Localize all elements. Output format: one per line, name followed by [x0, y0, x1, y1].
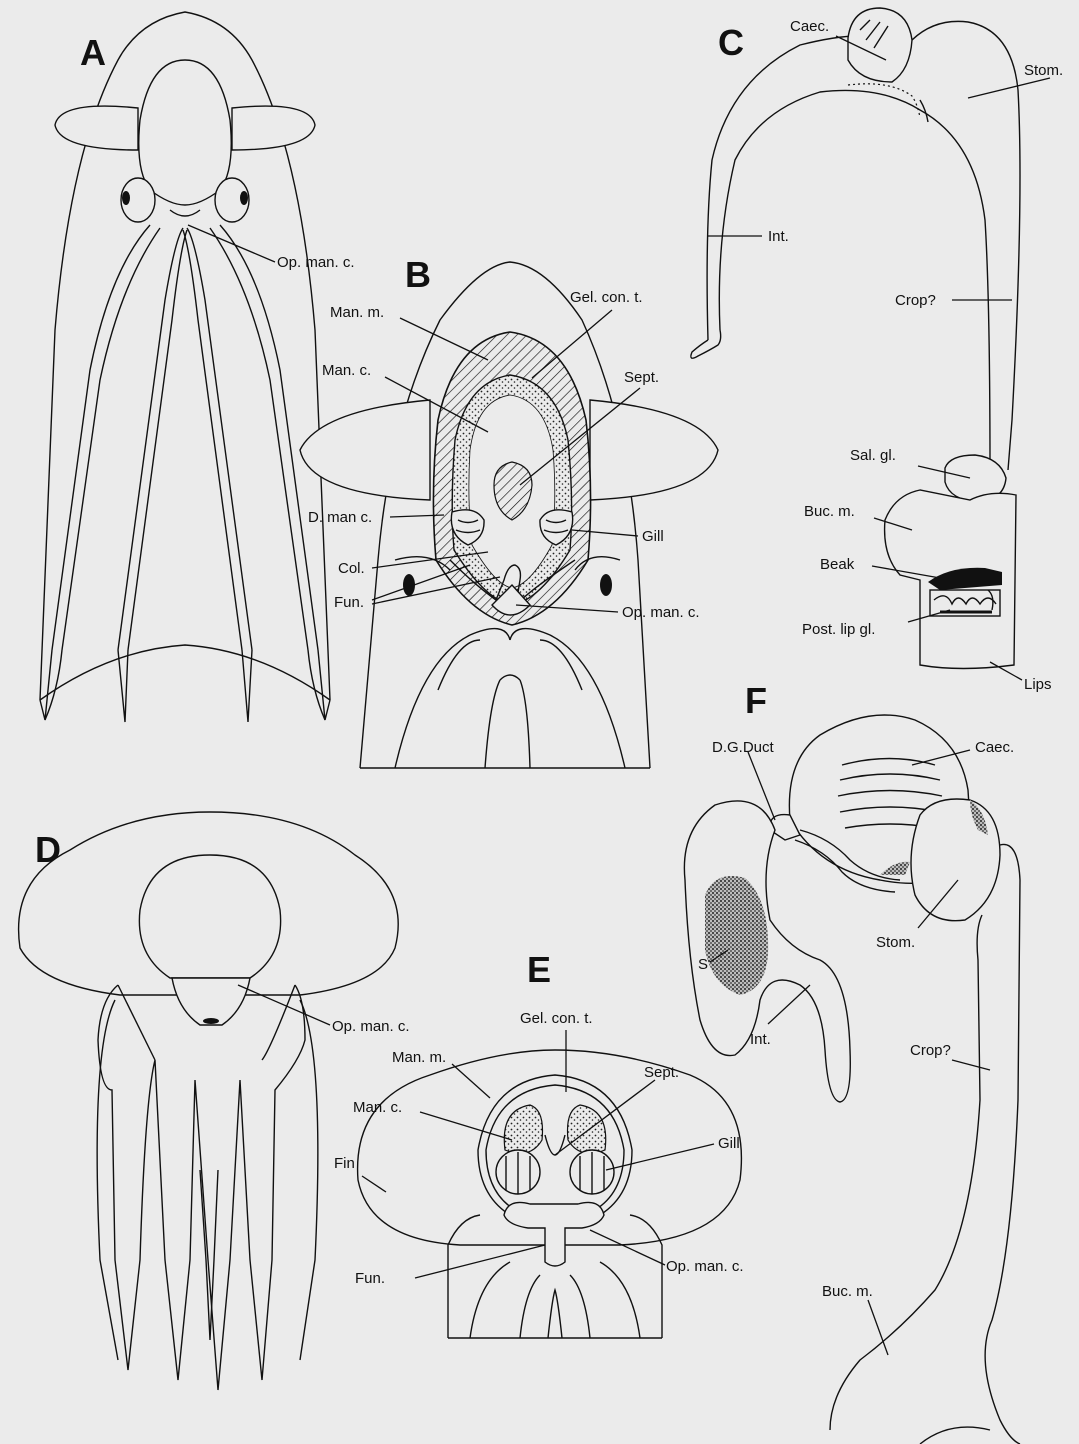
- panel-b-leader-gel-con-t: [532, 310, 612, 378]
- panel-c-letter: C: [718, 22, 744, 63]
- panel-e-label-fin: Fin: [334, 1155, 355, 1172]
- panel-f-label-crop: Crop?: [910, 1042, 951, 1059]
- panel-a-letter: A: [80, 32, 106, 73]
- panel-e-label-man-c: Man. c.: [353, 1099, 402, 1116]
- panel-b-label-gel-con-t: Gel. con. t.: [570, 289, 643, 306]
- panel-b: B: [300, 254, 718, 768]
- panel-e-leader-fun: [415, 1245, 545, 1278]
- panel-e-label-gill: Gill: [718, 1135, 740, 1152]
- panel-b-label-man-m: Man. m.: [330, 304, 384, 321]
- panel-b-leader-man-m: [400, 318, 488, 360]
- panel-a-drawing: [40, 12, 330, 722]
- panel-b-letter: B: [405, 254, 431, 295]
- panel-e-label-op-man-c: Op. man. c.: [666, 1258, 744, 1275]
- panel-f-label-stom: Stom.: [876, 934, 915, 951]
- panel-a-leader-op-man-c: [188, 225, 275, 262]
- panel-c-label-sal-gl: Sal. gl.: [850, 447, 896, 464]
- panel-c-label-beak: Beak: [820, 556, 855, 573]
- panel-c-label-int: Int.: [768, 228, 789, 245]
- panel-f-label-int: Int.: [750, 1031, 771, 1048]
- panel-b-label-d-man-c: D. man c.: [308, 509, 372, 526]
- panel-e-letter: E: [527, 949, 551, 990]
- panel-d-drawing: [19, 812, 399, 1390]
- panel-f-leader-buc-m: [868, 1300, 888, 1355]
- panel-f-label-caec: Caec.: [975, 739, 1014, 756]
- panel-b-label-gill: Gill: [642, 528, 664, 545]
- panel-b-label-fun: Fun.: [334, 594, 364, 611]
- panel-b-label-man-c: Man. c.: [322, 362, 371, 379]
- panel-b-label-op-man-c: Op. man. c.: [622, 604, 700, 621]
- panel-b-label-col: Col.: [338, 560, 365, 577]
- panel-a: A: [40, 12, 355, 722]
- panel-f-leader-crop: [952, 1060, 990, 1070]
- panel-f-label-buc-m: Buc. m.: [822, 1283, 873, 1300]
- panel-f: F D.G.Duct Caec. Stom. S: [684, 680, 1020, 1444]
- panel-f-leader-int: [768, 985, 810, 1024]
- panel-e-label-gel-con-t: Gel. con. t.: [520, 1010, 593, 1027]
- panel-c-label-stom: Stom.: [1024, 62, 1063, 79]
- panel-e-drawing: [358, 1050, 742, 1338]
- panel-d: D Op. man. c.: [19, 812, 410, 1390]
- panel-c-label-lips: Lips: [1024, 676, 1052, 693]
- panel-e-label-man-m: Man. m.: [392, 1049, 446, 1066]
- panel-e-label-fun: Fun.: [355, 1270, 385, 1287]
- panel-f-label-s: S: [698, 956, 708, 973]
- panel-c-label-buc-m: Buc. m.: [804, 503, 855, 520]
- panel-b-label-sept: Sept.: [624, 369, 659, 386]
- panel-c: C Caec. Stom. Int.: [691, 8, 1063, 693]
- panel-a-label-op-man-c: Op. man. c.: [277, 254, 355, 271]
- panel-c-label-post-lip-gl: Post. lip gl.: [802, 621, 875, 638]
- panel-e-label-sept: Sept.: [644, 1064, 679, 1081]
- panel-c-label-crop: Crop?: [895, 292, 936, 309]
- panel-e: E: [334, 949, 744, 1338]
- panel-c-label-caec: Caec.: [790, 18, 829, 35]
- panel-c-drawing: [691, 8, 1020, 669]
- panel-f-drawing: [684, 715, 1020, 1444]
- panel-d-label-op-man-c: Op. man. c.: [332, 1018, 410, 1035]
- panel-c-leader-stom: [968, 78, 1050, 98]
- panel-f-label-dg-duct: D.G.Duct: [712, 739, 775, 756]
- panel-f-letter: F: [745, 680, 767, 721]
